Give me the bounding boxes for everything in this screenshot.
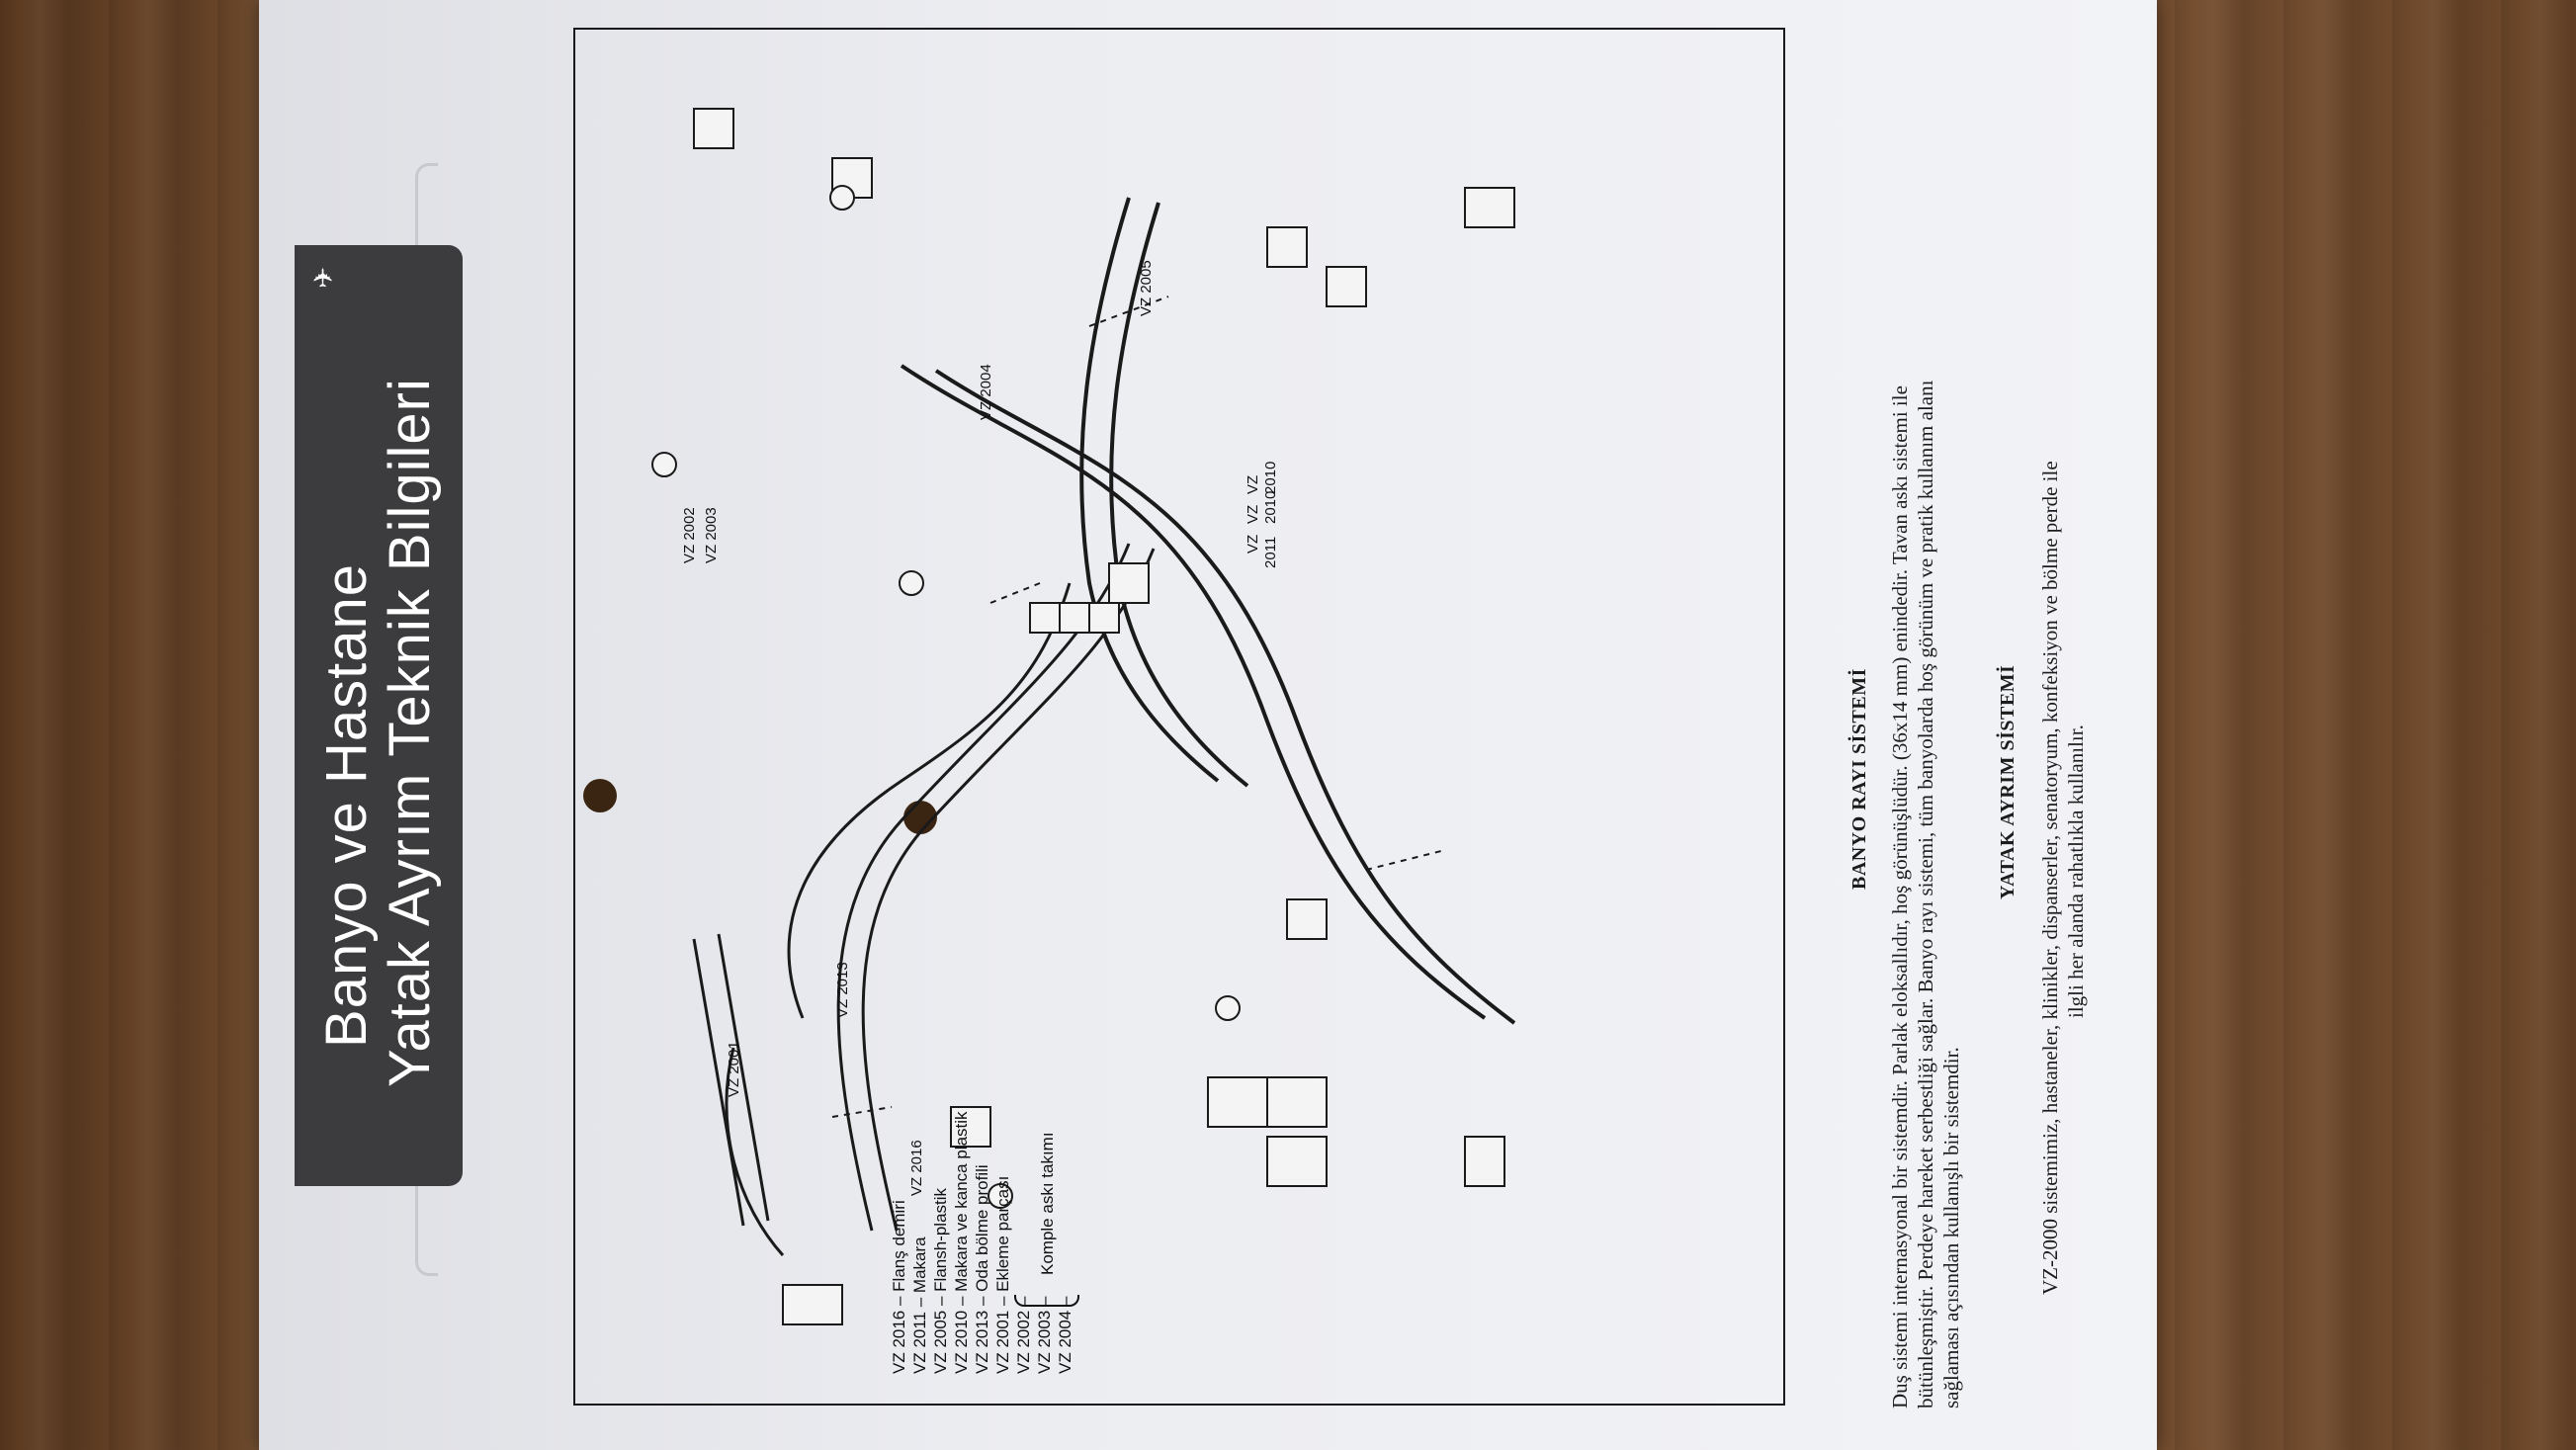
label-vz2003: VZ 2003 [703,507,720,563]
text-section: BANYO RAYI SİSTEMİ Duş sistemi internasy… [1848,30,2264,1413]
banyo-line-1: Duş sistemi internasyonal bir sistemdir.… [1888,385,1912,1408]
legend-item: VZ 2001 – Ekleme parçası [993,1175,1012,1374]
legend-brace [1014,1295,1079,1307]
yatak-heading: YATAK AYRIM SİSTEMİ [1997,664,2018,899]
label-vz2013: VZ 2013 [834,962,851,1018]
rail-system-diagram: VZ 2002 VZ 2003 VZ 2004 VZ 2005 VZ 2001 … [651,108,1516,1325]
title-bar: ✈ Banyo ve Hastane Yatak Ayrım Teknik Bi… [295,245,463,1186]
label-2010-b: 2010 [1262,462,1279,494]
label-vz2016: VZ 2016 [908,1140,925,1196]
legend-group-label: Komple askı takımı [1038,1132,1057,1275]
legend-item: VZ 2005 – Flansh-plastik [931,1187,950,1374]
yatak-line-2: ilgli her alanda rahatlıkla kullanılır. [2064,725,2088,1018]
page-title-line1: Banyo ve Hastane [314,563,379,1048]
legend-item: VZ 2016 – Flanş demiri [890,1200,908,1374]
legend-item: VZ 2003 – [1035,1296,1054,1374]
document-sheet [259,0,2157,1450]
legend-item: VZ 2002 – [1014,1296,1033,1374]
diagram-frame [573,28,1785,1406]
label-2010-a: 2010 [1262,491,1279,524]
label-vz2002: VZ 2002 [681,507,698,563]
yatak-line-1: VZ-2000 sistemimiz, hastaneler, klinikle… [2038,461,2062,1295]
label-vz2004: VZ 2004 [978,364,994,420]
legend-item: VZ 2013 – Oda bölme profili [973,1164,991,1374]
brand-logo-icon: ✈ [308,267,338,289]
label-vz2001: VZ 2001 [726,1041,742,1097]
legend-item: VZ 2004 – [1056,1296,1074,1374]
label-vz-a: VZ [1245,505,1261,524]
label-vz2005: VZ 2005 [1138,260,1155,316]
banyo-heading: BANYO RAYI SİSTEMİ [1848,668,1870,890]
banyo-line-3: sağlaması açısından kullanışlı bir siste… [1939,1047,1963,1408]
label-2011: 2011 [1262,537,1279,568]
legend-item: VZ 2010 – Makara ve kanca plastik [952,1111,971,1374]
legend-item: VZ 2011 – Makara [910,1237,929,1374]
label-vz-c: VZ [1245,475,1261,494]
banyo-line-2: bütünleşmiştir. Perdeye hareket serbestl… [1914,380,1937,1408]
label-vz-b: VZ [1245,535,1261,554]
punch-hole-bottom [903,801,937,834]
punch-hole-top [583,779,617,812]
page-title-line2: Yatak Ayrım Teknik Bilgileri [378,378,442,1087]
